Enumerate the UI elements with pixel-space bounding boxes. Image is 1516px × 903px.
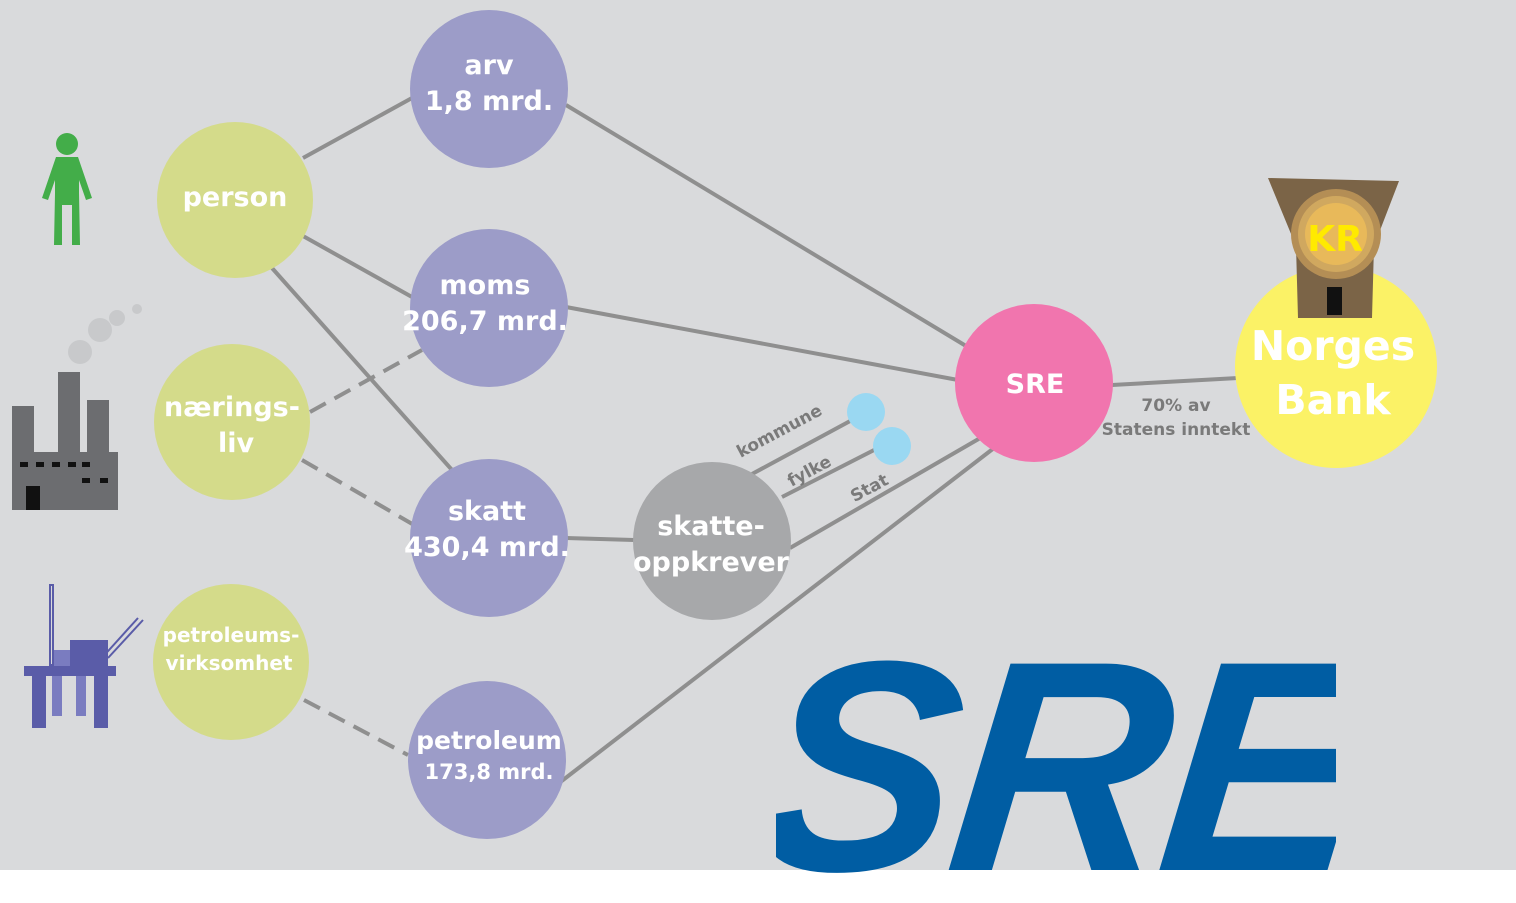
connector-sre-bank bbox=[1111, 376, 1239, 387]
tax-name: skatt bbox=[448, 496, 526, 527]
source-label-person: person bbox=[183, 182, 288, 213]
connector-moms-sre bbox=[565, 305, 959, 382]
connector-naeringsliv-moms bbox=[309, 348, 423, 414]
tax-node-petroleum: petroleum 173,8 mrd. bbox=[408, 681, 566, 839]
person-icon bbox=[42, 133, 92, 245]
connector-person-skatt bbox=[270, 266, 454, 472]
tax-amount: 173,8 mrd. bbox=[425, 760, 554, 784]
tax-node-arv: arv 1,8 mrd. bbox=[410, 10, 568, 168]
source-node-naeringsliv: nærings- liv bbox=[154, 344, 310, 500]
bank-label-line2: Bank bbox=[1275, 376, 1392, 424]
source-label-line2: virksomhet bbox=[166, 651, 293, 675]
connector-collector-stat bbox=[788, 435, 984, 550]
source-label-line1: petroleums- bbox=[163, 623, 300, 647]
bank-node-norges-bank: Norges Bank bbox=[1235, 266, 1437, 468]
bank-label-line1: Norges bbox=[1251, 322, 1415, 370]
tax-node-moms: moms 206,7 mrd. bbox=[402, 229, 568, 387]
sre-logo: SRE bbox=[776, 648, 1336, 903]
connector-naeringsliv-skatt bbox=[300, 458, 416, 527]
collector-node-skatteoppkrever: skatte- oppkrever bbox=[633, 462, 791, 620]
connector-person-moms bbox=[302, 234, 413, 299]
collector-label-line2: oppkrever bbox=[633, 547, 790, 578]
sre-node-label: SRE bbox=[1006, 369, 1065, 400]
connector-skatt-collector bbox=[565, 536, 635, 542]
factory-icon bbox=[12, 304, 142, 510]
source-node-person: person bbox=[157, 122, 313, 278]
fylke-dot bbox=[873, 427, 911, 465]
connector-petroleumsvirksomhet-petroleum bbox=[303, 698, 409, 757]
kommune-dot bbox=[847, 393, 885, 431]
tax-name: moms bbox=[440, 270, 531, 301]
connector-person-arv bbox=[302, 96, 413, 160]
source-label-line1: nærings- bbox=[164, 392, 300, 423]
transfer-label-line1: 70% av bbox=[1141, 396, 1210, 416]
connector-arv-sre bbox=[564, 103, 978, 354]
connector-petroleum-sre bbox=[548, 446, 996, 792]
coin-slot-machine-icon: KR bbox=[1268, 178, 1399, 318]
fylke-label: fylke bbox=[784, 452, 835, 492]
collector-label-line1: skatte- bbox=[657, 511, 765, 542]
tax-amount: 430,4 mrd. bbox=[404, 532, 570, 563]
tax-amount: 1,8 mrd. bbox=[425, 86, 553, 117]
tax-amount: 206,7 mrd. bbox=[402, 306, 568, 337]
source-label-line2: liv bbox=[218, 428, 255, 459]
connector-collector-kommune bbox=[751, 418, 853, 476]
sre-node: SRE bbox=[955, 304, 1113, 462]
tax-name: petroleum bbox=[416, 726, 562, 755]
connector-group bbox=[270, 96, 1239, 792]
connector-collector-fylke bbox=[781, 446, 879, 499]
sre-logo-text: SRE bbox=[776, 648, 1336, 903]
transfer-label-line2: Statens inntekt bbox=[1102, 420, 1251, 440]
kommune-label: kommune bbox=[734, 401, 826, 463]
source-node-petroleumsvirksomhet: petroleums- virksomhet bbox=[153, 584, 309, 740]
tax-name: arv bbox=[464, 50, 514, 81]
tax-node-skatt: skatt 430,4 mrd. bbox=[404, 459, 570, 617]
coin-badge-text: KR bbox=[1307, 219, 1363, 260]
oil-platform-icon bbox=[24, 584, 144, 728]
